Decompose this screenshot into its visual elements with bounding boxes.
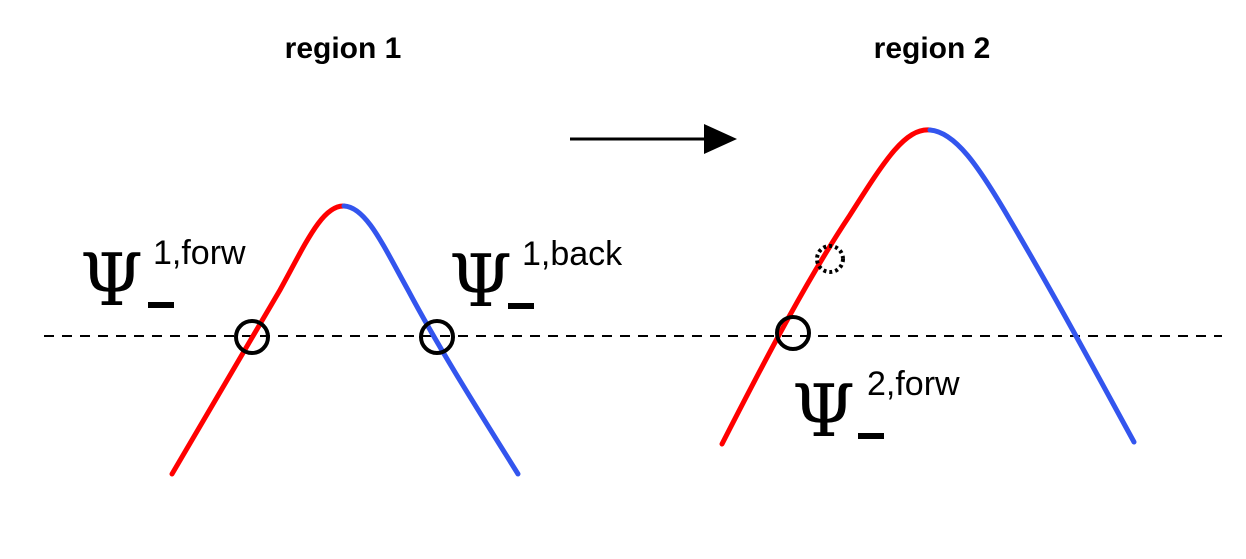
minus-subscript [858, 433, 884, 439]
region-2-forward-intersection-marker [775, 315, 811, 351]
region-1-backward-superscript: 1,back [522, 235, 623, 273]
psi-symbol: Ψ [80, 238, 143, 322]
region-1-backward-branch [341, 203, 521, 477]
region-2-title: region 2 [874, 32, 991, 65]
region-2-forward-superscript: 2,forw [867, 365, 960, 403]
region-1-forward-label: Ψ 1,forw [80, 234, 246, 322]
region-2-forward-label: Ψ 2,forw [792, 365, 960, 453]
region-1-backward-label: Ψ 1,back [449, 235, 623, 323]
psi-symbol: Ψ [449, 239, 512, 323]
region-1-forward-superscript: 1,forw [153, 234, 246, 272]
region-2-possible-marker [815, 244, 845, 274]
region-1-backward-intersection-marker [419, 319, 455, 355]
region-2-backward-branch [927, 127, 1137, 445]
psi-symbol: Ψ [792, 369, 855, 453]
region-1-forward-branch [169, 203, 347, 477]
minus-subscript [508, 303, 534, 309]
region-1-forward-intersection-marker [234, 319, 270, 355]
right-arrow-icon [570, 124, 737, 154]
minus-subscript [148, 302, 174, 308]
region-1-title: region 1 [285, 32, 402, 65]
region-2-forward-branch [719, 127, 933, 447]
